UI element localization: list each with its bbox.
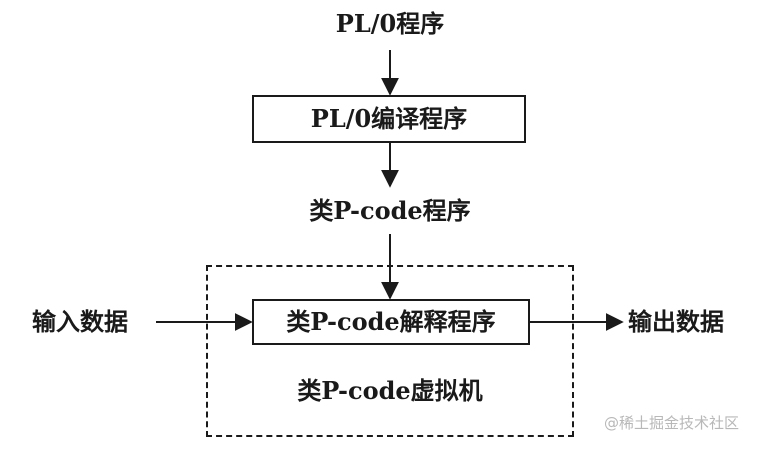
input-data-label: 输入数据 xyxy=(32,307,128,336)
interpreter-label: 类P-code解释程序 xyxy=(286,307,496,336)
watermark-text: @稀土掘金技术社区 xyxy=(604,414,740,432)
virtual-machine-frame xyxy=(206,265,574,437)
compiler-box: PL/0编译程序 xyxy=(252,95,526,143)
interpreter-box: 类P-code解释程序 xyxy=(252,299,530,345)
output-data-label: 输出数据 xyxy=(628,307,724,336)
pcode-program-label: 类P-code程序 xyxy=(309,196,471,225)
source-program-label: PL/0程序 xyxy=(335,9,445,38)
virtual-machine-label: 类P-code虚拟机 xyxy=(297,376,483,405)
compiler-label: PL/0编译程序 xyxy=(310,104,468,133)
